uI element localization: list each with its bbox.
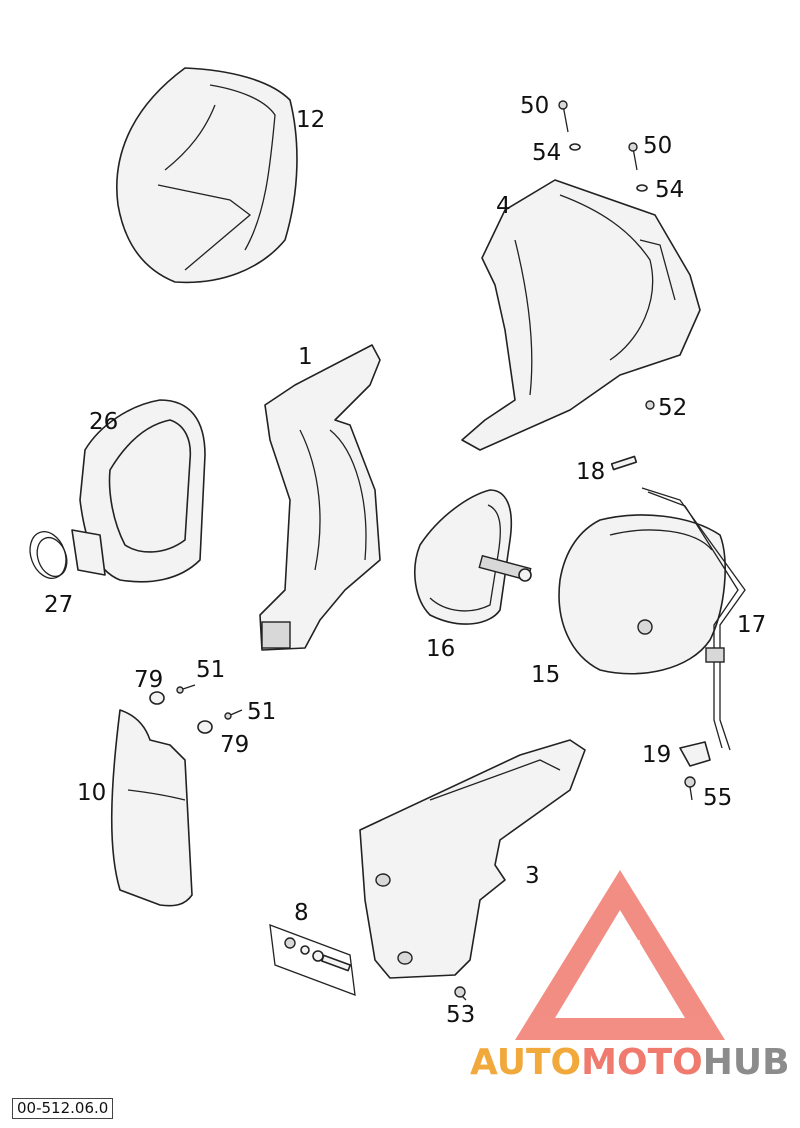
part-26-intake-boot [79, 399, 206, 583]
label-53: 53 [446, 1002, 475, 1028]
part-17-holder-rod [641, 487, 746, 751]
label-12: 12 [296, 107, 325, 133]
label-8: 8 [294, 900, 309, 926]
label-26: 26 [89, 409, 118, 435]
label-79a: 79 [134, 667, 163, 693]
part-1-airbox-body [259, 344, 381, 651]
label-15: 15 [531, 662, 560, 688]
part-27-clamp [29, 529, 106, 579]
part-4-airbox-frame [461, 179, 701, 451]
label-18: 18 [576, 459, 605, 485]
reference-code: 00-512.06.0 [12, 1098, 114, 1119]
label-27: 27 [44, 592, 73, 618]
fasteners-79-51 [149, 684, 243, 734]
label-10: 10 [77, 780, 106, 806]
part-19-bracket [679, 741, 711, 801]
part-12-filter-cover [116, 67, 298, 284]
watermark-text: AUTOMOTOHUB [470, 1042, 790, 1083]
label-17: 17 [737, 612, 766, 638]
svg-text:AUTOMOTOHUB: AUTOMOTOHUB [470, 1042, 790, 1083]
part-16-filter-cage [414, 489, 532, 625]
part-number-labels: 12 50 54 50 54 4 52 1 26 18 27 16 17 15 … [44, 93, 766, 1028]
part-15-air-filter [558, 514, 726, 675]
part-53-bolt [454, 986, 467, 1001]
label-4: 4 [496, 193, 511, 219]
label-19: 19 [642, 742, 671, 768]
label-1: 1 [298, 344, 313, 370]
fasteners-50-54 [558, 100, 655, 410]
label-16: 16 [426, 636, 455, 662]
label-54a: 54 [532, 140, 561, 166]
watermark-auto: AUTO [470, 1042, 581, 1083]
label-50b: 50 [643, 133, 672, 159]
label-54b: 54 [655, 177, 684, 203]
watermark-moto: MOTO [581, 1042, 703, 1083]
part-10-side-panel [110, 709, 193, 907]
label-52: 52 [658, 395, 687, 421]
part-3-side-panel [359, 739, 586, 979]
part-8-fastener-kit [269, 924, 356, 996]
part-18-pin [610, 455, 638, 471]
watermark-logo [515, 870, 725, 1040]
label-51b: 51 [247, 699, 276, 725]
label-50a: 50 [520, 93, 549, 119]
label-79b: 79 [220, 732, 249, 758]
label-55: 55 [703, 785, 732, 811]
label-51a: 51 [196, 657, 225, 683]
watermark-hub: HUB [703, 1042, 790, 1083]
label-3: 3 [525, 863, 540, 889]
